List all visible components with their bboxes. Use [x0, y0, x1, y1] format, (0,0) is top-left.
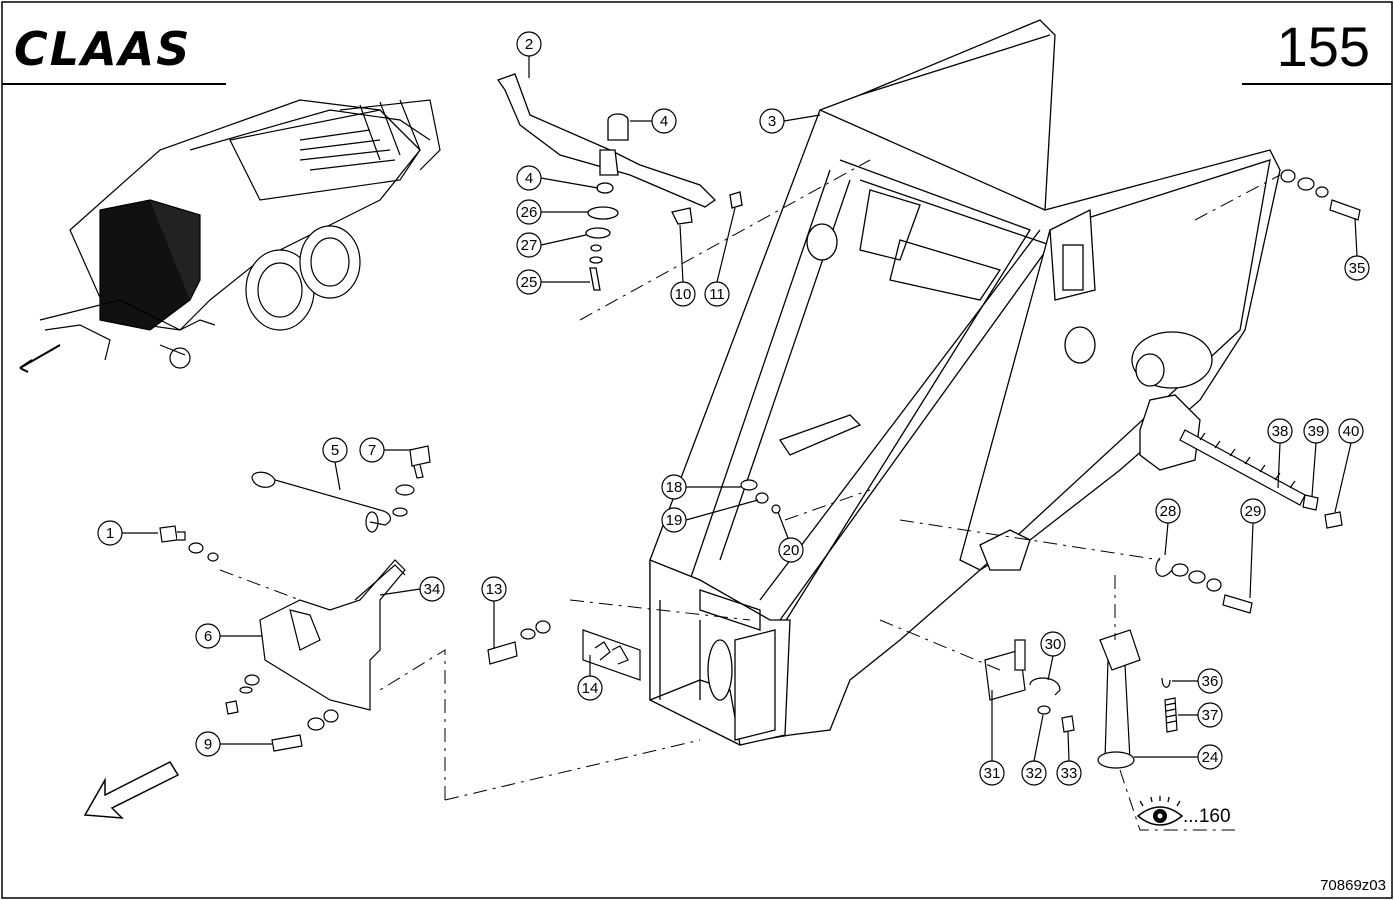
callout-2: 2 — [516, 31, 542, 78]
callout-20: 20 — [777, 511, 804, 563]
callout-10-label: 10 — [675, 286, 692, 303]
callout-29: 29 — [1240, 498, 1266, 599]
callout-26: 26 — [516, 199, 588, 225]
callout-13-label: 13 — [486, 581, 503, 598]
callout-34: 34 — [379, 576, 445, 602]
callout-36: 36 — [1172, 668, 1223, 694]
callout-6: 6 — [195, 623, 262, 649]
callout-36-label: 36 — [1202, 673, 1219, 690]
main-frame-assembly — [649, 19, 1281, 746]
alignment-lines — [219, 159, 1281, 831]
callout-25-label: 25 — [521, 274, 538, 291]
callout-9: 9 — [195, 731, 272, 757]
callout-32: 32 — [1021, 714, 1047, 786]
callout-30-label: 30 — [1045, 636, 1062, 653]
callout-19: 19 — [661, 499, 759, 533]
callout-14: 14 — [577, 655, 603, 701]
callout-35-label: 35 — [1349, 260, 1366, 277]
callout-6-label: 6 — [204, 628, 212, 645]
callout-31: 31 — [979, 690, 1005, 786]
callout-3: 3 — [759, 108, 821, 134]
callout-35: 35 — [1344, 217, 1370, 281]
callout-13: 13 — [481, 576, 507, 648]
baler-overview-illustration — [19, 99, 441, 373]
callout-19-label: 19 — [666, 512, 683, 529]
front-bracket-assembly — [159, 445, 431, 752]
callout-24-label: 24 — [1202, 749, 1219, 766]
callout-29-label: 29 — [1245, 503, 1262, 520]
callout-9-label: 9 — [204, 736, 212, 753]
page-number: 155 — [1276, 15, 1370, 78]
callout-2-label: 2 — [525, 36, 533, 53]
callout-33-label: 33 — [1061, 765, 1078, 782]
callouts: 1 2 3 4 4 5 6 — [97, 31, 1370, 786]
callout-25: 25 — [516, 269, 590, 295]
callout-4b: 4 — [516, 165, 599, 191]
threaded-rod — [1179, 429, 1343, 529]
callout-33: 33 — [1056, 731, 1082, 786]
callout-10: 10 — [670, 224, 696, 307]
callout-31-label: 31 — [984, 765, 1001, 782]
callout-4b-label: 4 — [525, 170, 533, 187]
drawing-number: 70869z03 — [1320, 877, 1386, 894]
callout-39-label: 39 — [1308, 423, 1325, 440]
callout-37-label: 37 — [1202, 707, 1219, 724]
callout-32-label: 32 — [1026, 765, 1043, 782]
callout-18: 18 — [661, 474, 742, 500]
callout-27-label: 27 — [521, 237, 538, 254]
callout-1-label: 1 — [106, 525, 114, 542]
callout-28-label: 28 — [1160, 503, 1177, 520]
callout-5: 5 — [322, 437, 348, 491]
callout-11-label: 11 — [709, 286, 725, 303]
eye-icon — [1136, 796, 1184, 826]
callout-37: 37 — [1178, 702, 1223, 728]
direction-arrow — [83, 761, 180, 819]
callout-1: 1 — [97, 520, 158, 546]
brand-logo: CLAAS — [14, 22, 192, 76]
callout-27: 27 — [516, 232, 587, 258]
hitch-hardware — [984, 169, 1361, 769]
callout-26-label: 26 — [521, 204, 538, 221]
cross-reference-text: ...160 — [1183, 806, 1231, 827]
callout-38: 38 — [1267, 418, 1293, 489]
callout-7-label: 7 — [368, 442, 376, 459]
callout-20-label: 20 — [783, 542, 800, 559]
callout-5-label: 5 — [331, 442, 339, 459]
callout-28: 28 — [1155, 498, 1181, 556]
callout-18-label: 18 — [666, 479, 683, 496]
callout-4a-label: 4 — [660, 113, 668, 130]
callout-3-label: 3 — [768, 113, 776, 130]
callout-30: 30 — [1040, 631, 1066, 681]
callout-14-label: 14 — [582, 680, 599, 697]
callout-39: 39 — [1303, 418, 1329, 497]
support-arm — [496, 73, 743, 291]
callout-38-label: 38 — [1272, 423, 1289, 440]
callout-4a: 4 — [630, 108, 677, 134]
callout-40: 40 — [1334, 418, 1364, 513]
callout-24: 24 — [1134, 744, 1223, 770]
callout-34-label: 34 — [424, 581, 441, 598]
mounting-plate-hardware — [487, 479, 781, 681]
callout-40-label: 40 — [1343, 423, 1360, 440]
callout-11: 11 — [704, 207, 736, 307]
callout-7: 7 — [359, 437, 410, 463]
